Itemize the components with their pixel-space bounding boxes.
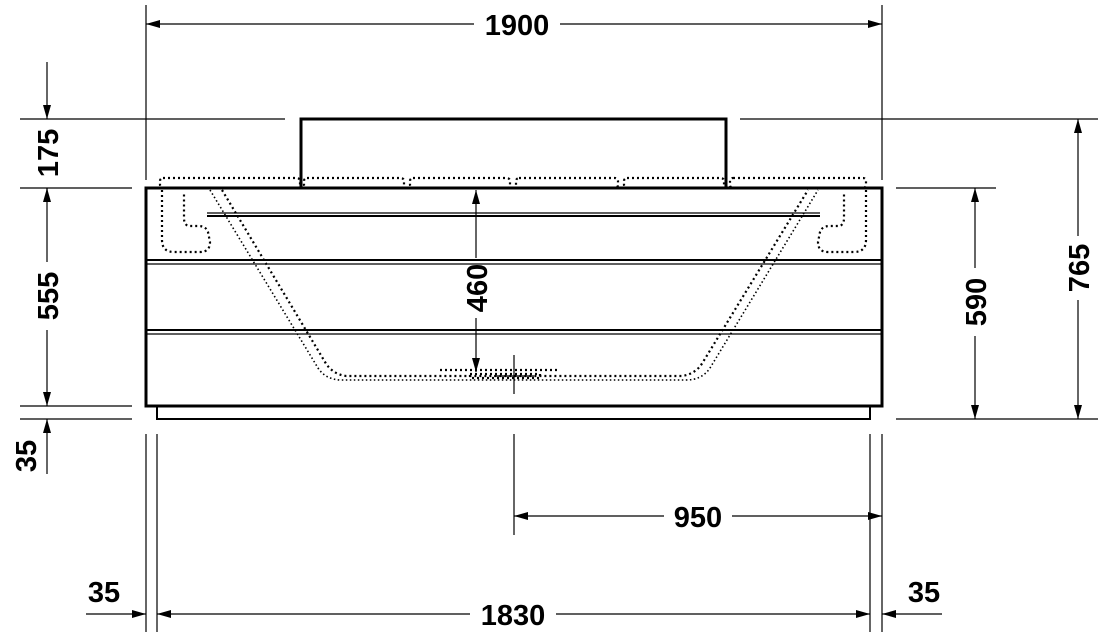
dim-label-765: 765 [1064, 244, 1096, 292]
dim-label-175: 175 [33, 129, 65, 177]
hidden-contours [158, 176, 868, 381]
dimension-lines [43, 20, 1082, 618]
dim-label-1830: 1830 [481, 600, 546, 632]
dim-label-590: 590 [961, 278, 993, 326]
headrest-frame [299, 117, 728, 188]
tub-body-outline [144, 186, 884, 408]
dim-label-35-left: 35 [88, 577, 120, 609]
extension-lines [20, 5, 1098, 632]
dim-label-950: 950 [674, 502, 722, 534]
tub-front-view [144, 117, 884, 420]
tub-plinth [156, 406, 871, 420]
dim-label-555: 555 [33, 272, 65, 320]
basin-hidden-outline [221, 189, 809, 378]
dim-label-35-right: 35 [908, 577, 940, 609]
dim-label-460: 460 [462, 264, 494, 312]
dim-label-35-plinth: 35 [11, 440, 43, 472]
dim-label-1900: 1900 [485, 10, 550, 42]
